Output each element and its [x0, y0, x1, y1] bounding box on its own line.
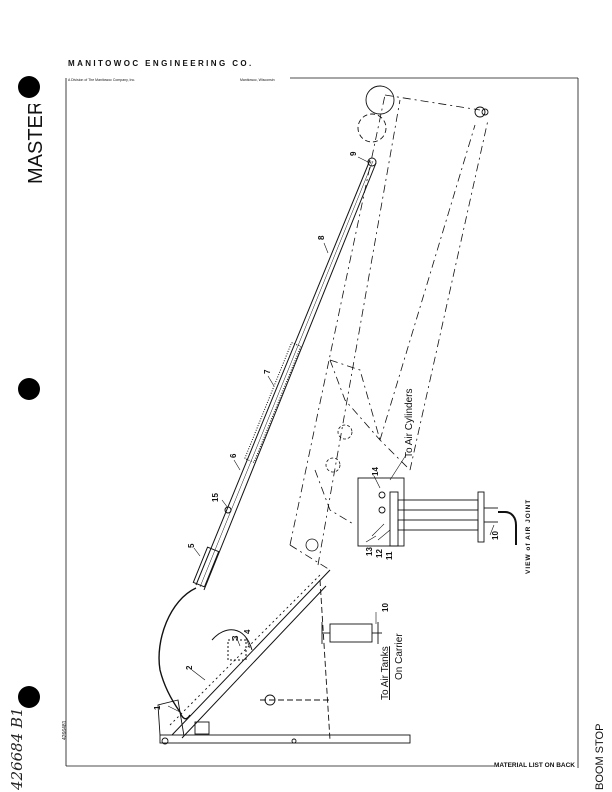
part-label-14: 14: [371, 467, 380, 476]
air-joint-detail: [357, 477, 517, 547]
crane-base: [157, 569, 411, 745]
boom-stop-text: BOOM STOP: [594, 724, 606, 790]
drawing-number: 4266481: [62, 720, 68, 740]
material-list-note: MATERIAL LIST ON BACK: [494, 762, 576, 769]
part-label-4: 4: [243, 629, 252, 634]
part-label-9: 9: [349, 151, 358, 156]
handwritten-number: 426684 B1: [8, 707, 26, 790]
master-text: MASTER: [25, 104, 47, 184]
boom-stop-cylinder: [158, 157, 377, 720]
handwritten-number-text: 426684 B1: [8, 707, 26, 790]
part-label-12: 12: [375, 549, 384, 558]
to-air-tanks-label: To Air Tanks: [380, 646, 391, 700]
part-label-8: 8: [317, 235, 326, 240]
location-text: Manitowoc, Wisconsin: [240, 78, 275, 82]
division-text: A Division of The Manitowoc Company, Inc…: [68, 78, 136, 82]
part-label-10-joint: 10: [491, 531, 500, 540]
company-name: MANITOWOC ENGINEERING CO.: [68, 59, 254, 68]
boom-lattice: [289, 94, 489, 571]
part-label-13: 13: [365, 547, 374, 556]
part-label-2: 2: [185, 665, 194, 670]
part-label-15: 15: [211, 493, 220, 502]
air-tank: [321, 622, 382, 644]
part-label-6: 6: [229, 453, 238, 458]
part-label-3: 3: [231, 635, 240, 640]
to-air-cylinders-label: To Air Cylinders: [404, 389, 415, 458]
view-of-air-joint-label: VIEW of AIR JOINT: [525, 499, 532, 574]
drawing-number-text: 4266481: [62, 720, 68, 740]
part-label-5: 5: [187, 543, 196, 548]
binder-hole-top: [18, 76, 40, 98]
part-label-10-tank: 10: [381, 603, 390, 612]
part-label-1: 1: [153, 705, 162, 710]
binder-hole-bottom: [18, 686, 40, 708]
binder-hole-middle: [18, 378, 40, 400]
title-boom-stop: BOOM STOP: [594, 724, 606, 790]
on-carrier-label: On Carrier: [394, 633, 405, 680]
part-label-11: 11: [385, 551, 394, 560]
master-stamp: MASTER: [25, 104, 47, 184]
boom-tip-sheave: [357, 85, 489, 143]
part-label-7: 7: [263, 369, 272, 374]
